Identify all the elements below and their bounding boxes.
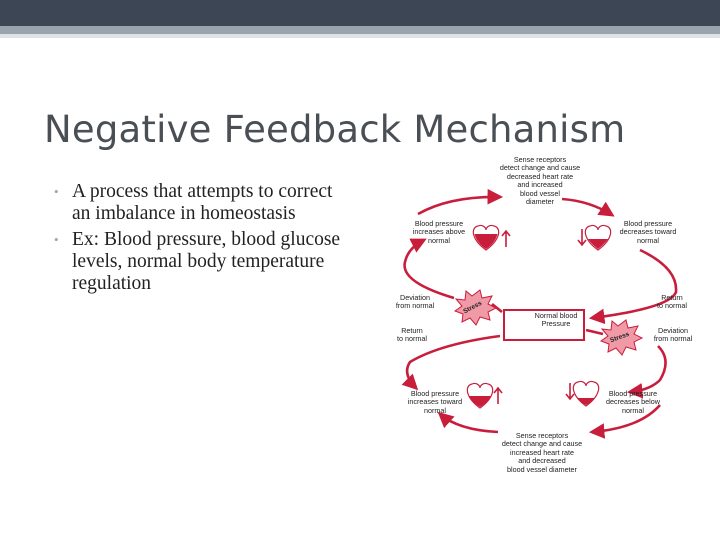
top-bar-shade bbox=[0, 34, 720, 38]
bullet-item: • A process that attempts to correct an … bbox=[50, 181, 350, 225]
heart-icon-bottom-right bbox=[572, 380, 600, 407]
arrow-right-down bbox=[588, 248, 678, 325]
heart-icon-top-right bbox=[584, 224, 612, 251]
arrow-top-left bbox=[417, 188, 504, 216]
heart-icon-top-left bbox=[472, 224, 500, 251]
top-bar bbox=[0, 0, 720, 26]
bullet-text: Ex: Blood pressure, blood glucose levels… bbox=[72, 229, 341, 294]
bullet-text: A process that attempts to correct an im… bbox=[72, 181, 333, 224]
stress-burst-right-icon bbox=[599, 319, 644, 356]
down-arrow-icon bbox=[565, 383, 575, 401]
up-arrow-icon bbox=[501, 229, 511, 247]
down-arrow-icon bbox=[577, 229, 587, 247]
top-bar-accent bbox=[0, 26, 720, 34]
bullet-item: • Ex: Blood pressure, blood glucose leve… bbox=[50, 229, 350, 295]
arrow-left-up bbox=[403, 238, 455, 300]
heart-icon-bottom-left bbox=[466, 382, 494, 409]
arrow-stress-right bbox=[585, 328, 604, 336]
up-arrow-icon bbox=[493, 386, 503, 404]
arrow-center-down-left bbox=[401, 334, 501, 391]
normal-pressure-box bbox=[503, 309, 585, 341]
slide-title: Negative Feedback Mechanism bbox=[44, 108, 626, 151]
bullet-list: • A process that attempts to correct an … bbox=[50, 181, 350, 299]
arrow-bottom-right bbox=[588, 404, 661, 439]
arrow-top-right bbox=[561, 197, 615, 217]
arrow-right-up bbox=[626, 345, 667, 399]
bullet-dot-icon: • bbox=[54, 184, 59, 199]
stress-burst-left-icon bbox=[453, 289, 498, 326]
arrow-bottom-left bbox=[437, 411, 499, 434]
bullet-dot-icon: • bbox=[54, 232, 59, 247]
